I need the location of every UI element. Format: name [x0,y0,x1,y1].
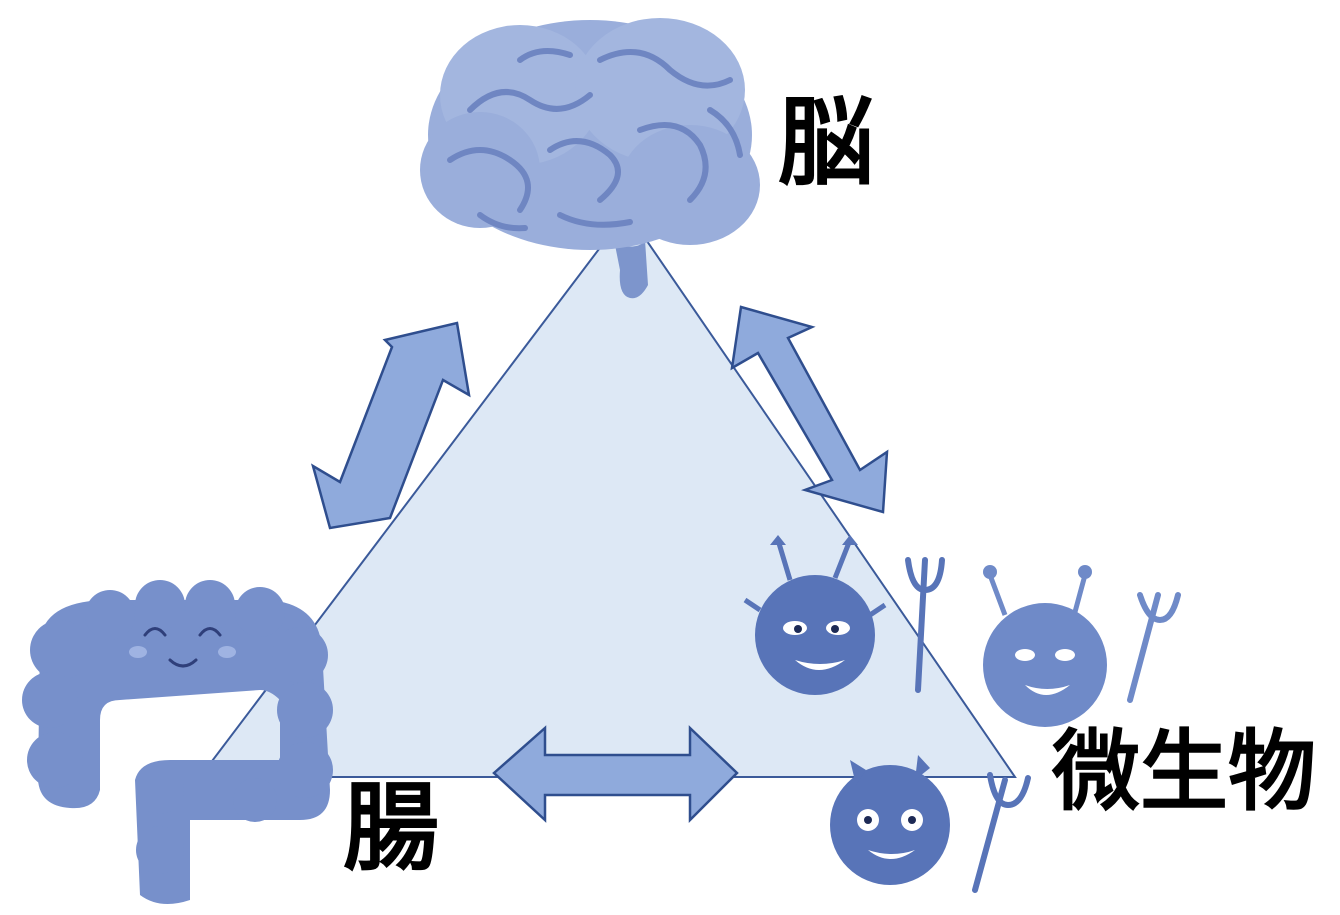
gut-label: 腸 [343,772,439,884]
arrow-gut-microbes [492,725,739,824]
brain-icon [420,18,760,299]
arrow-brain-gut [310,321,471,530]
arrow-brain-microbes [730,305,889,514]
microbes-label: 微生物 [1052,720,1317,823]
brain-label: 脳 [778,87,874,199]
microbe-devil-icon [743,535,1181,893]
intestine-icon [22,580,333,904]
